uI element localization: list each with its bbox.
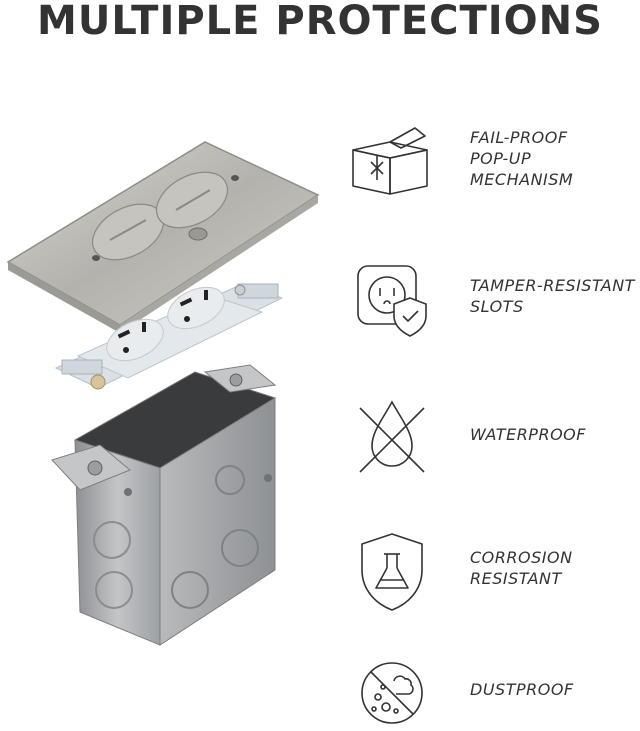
- duplex-receptacle: [54, 283, 284, 390]
- dust-cloud-crossed-icon: [361, 662, 423, 724]
- floor-outlet-product-image: [6, 141, 320, 646]
- feature-label-corrosion-resistant: CORROSION RESISTANT: [470, 548, 573, 588]
- feature-label-waterproof: WATERPROOF: [470, 425, 586, 444]
- popup-box-icon: [352, 127, 428, 195]
- feature-label-dustproof: DUSTPROOF: [470, 680, 574, 699]
- outlet-shield-icon: [357, 265, 427, 337]
- feature-label-fail-proof: FAIL-PROOF POP-UP MECHANISM: [470, 128, 574, 189]
- feature-label-tamper-resistant: TAMPER-RESISTANT SLOTS: [470, 276, 635, 316]
- page-title: MULTIPLE PROTECTIONS: [37, 0, 603, 44]
- water-drop-crossed-icon: [359, 400, 425, 473]
- junction-box: [51, 364, 277, 646]
- flask-shield-icon: [361, 533, 423, 611]
- cover-plate: [6, 141, 320, 333]
